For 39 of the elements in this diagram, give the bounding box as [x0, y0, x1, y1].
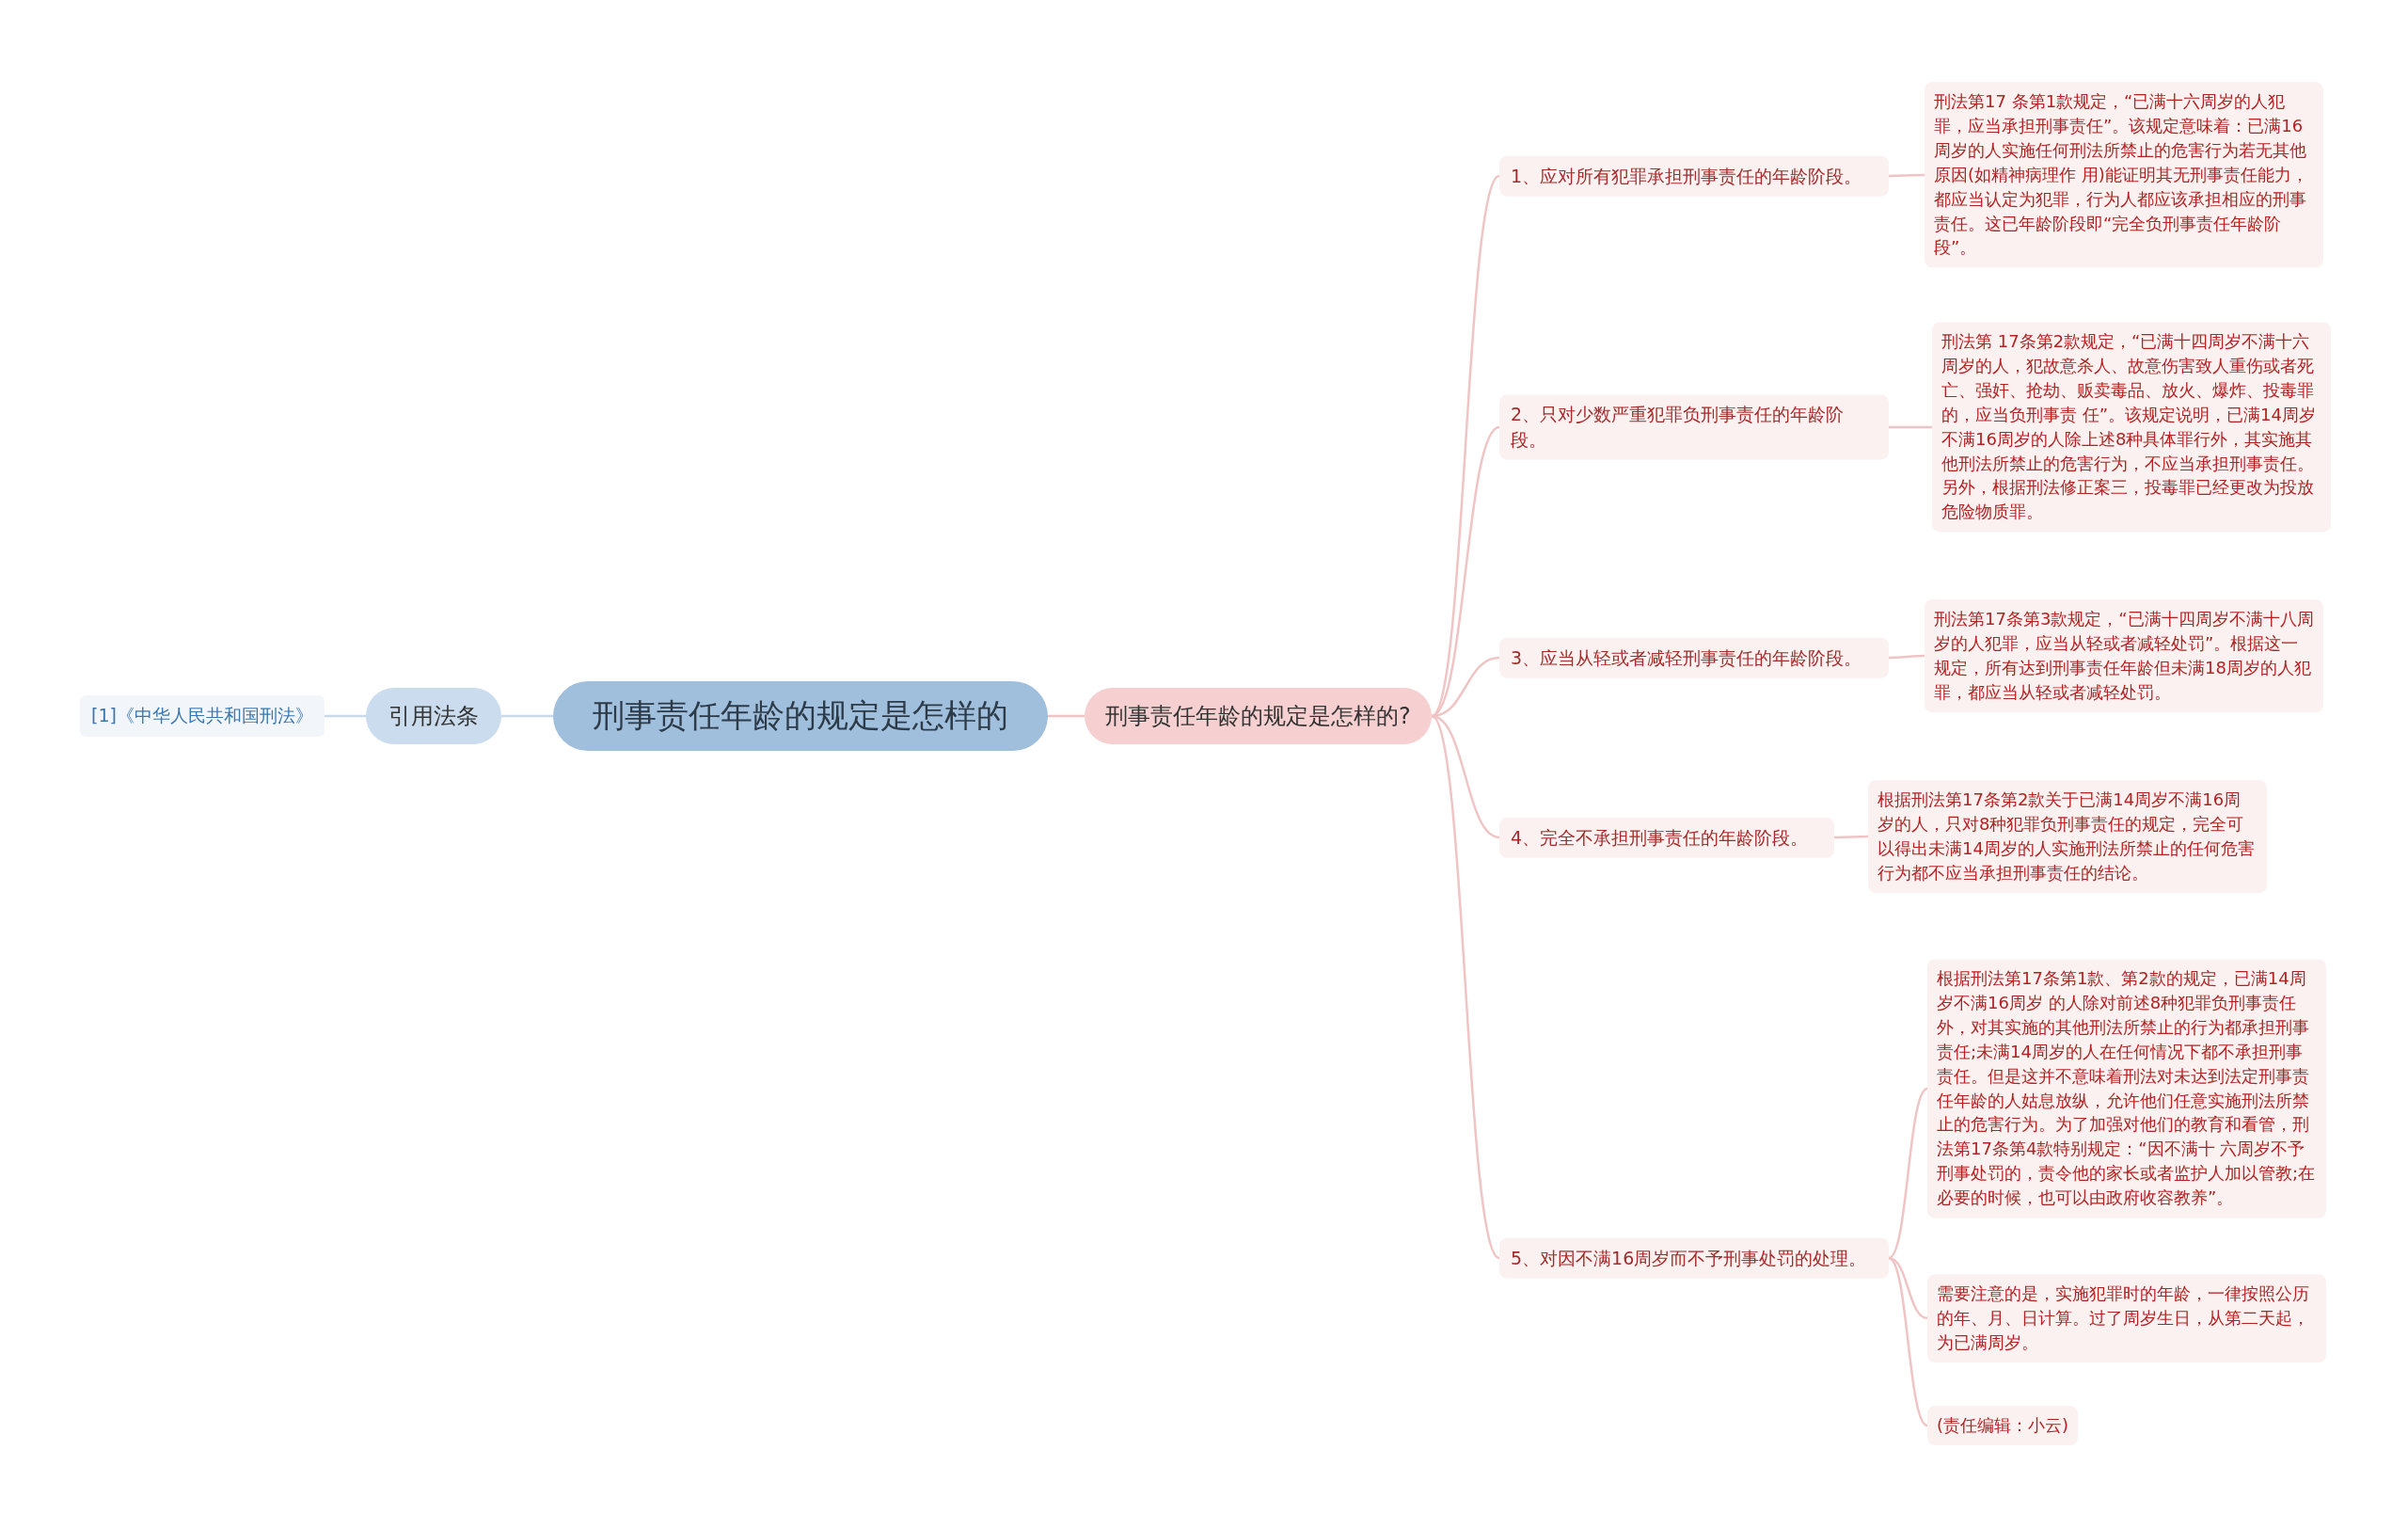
detail-card: [1927, 1274, 2326, 1362]
reference-tag: [80, 695, 325, 737]
connector-line: [1048, 714, 1085, 718]
connector-line: [325, 714, 366, 718]
node-text: 根据刑法第17条第1款、第2款的规定，已满14周岁不满16周岁 的人除对前述8种犯罪负刑事责任外，对其实施的其他刑法所禁止的行为都承担刑事责任;未满14周岁的人在任何情况下都不承担刑事责任。但是这并不意味着刑法对未达到法定刑事责任年龄的人姑息放纵，允许他们任意实施刑法所禁止的危害行为。为了加强对他们的教育和看管，刑法第17条第4款特别规定：“因不满十 六周岁不予刑事处罚的，责令他的家长或者监护人加以管教;在必要的时候，也可以由政府收容教养”。: [1937, 967, 2317, 1210]
node-text: 3、应当从轻或者减轻刑事责任的年龄阶段。: [1511, 645, 1863, 670]
topic-box: [366, 688, 501, 744]
connector-line: [1833, 835, 1869, 839]
connector-line: [1431, 175, 1500, 717]
topic-box: [1499, 155, 1889, 197]
connector-line: [1888, 173, 1925, 178]
node-text: 刑法第17 条第1款规定，“已满十六周岁的人犯罪，应当承担刑事责任”。该规定意味着：已满16周岁的人实施任何刑法所禁止的危害行为若无其他原因(如精神病理作 用)能证明其无刑事责任能力，都应当认定为犯罪，行为人都应该承担相应的刑事责任。这已年龄阶段即“完全负刑事责任年龄阶段”。: [1934, 90, 2309, 260]
topic-box: [1499, 637, 1889, 678]
topic-box: [1499, 394, 1889, 460]
connector-line: [1431, 715, 1500, 1259]
connector-line: [1888, 1257, 1928, 1426]
connector-line: [501, 714, 553, 718]
detail-card: [1868, 780, 2267, 893]
node-text: 引用法条: [388, 702, 479, 731]
topic-box: [1499, 1237, 1889, 1279]
detail-card: [1925, 599, 2323, 712]
node-text: [1]《中华人民共和国刑法》: [91, 704, 313, 727]
node-text: 2、只对少数严重犯罪负刑事责任的年龄阶段。: [1511, 403, 1846, 452]
topic-box: [1499, 817, 1834, 858]
node-text: 需要注意的是，实施犯罪时的年龄，一律按照公历的年、月、日计算。过了周岁生日，从第二天起，为已满周岁。: [1937, 1282, 2310, 1354]
topic-box: [1085, 688, 1432, 744]
node-text: 5、对因不满16周岁而不予刑事处罚的处理。: [1511, 1246, 1868, 1270]
node-text: 4、完全不承担刑事责任的年龄阶段。: [1511, 825, 1810, 850]
node-text: 根据刑法第17条第2款关于已满14周岁不满16周岁的人，只对8种犯罪负刑事责任的规定，完全可以得出未满14周岁的人实施刑法所禁止的任何危害行为都不应当承担刑事责任的结论。: [1877, 788, 2256, 884]
node-text: 刑事责任年龄的规定是怎样的: [592, 695, 1009, 737]
node-text: (责任编辑：小云): [1937, 1414, 2069, 1438]
node-text: 刑法第 17条第2款规定，“已满十四周岁不满十六周岁的人，犯故意杀人、故意伤害致人重伤或者死亡、强奸、抢劫、贩卖毒品、放火、爆炸、投毒罪的，应当负刑事责 任”。该规定说明，已满14周岁不满16周岁的人除上述8种具体罪行外，其实施其他刑法所禁止的危害行为，不应当承担刑事责任。另外，根据刑法修正案三，投毒罪已经更改为投放危险物质罪。: [1941, 330, 2317, 524]
connector-line: [1889, 654, 1925, 660]
node-text: 刑法第17条第3款规定，“已满十四周岁不满十八周岁的人犯罪，应当从轻或者减轻处罚”。根据这一规定，所有达到刑事责任年龄但未满18周岁的人犯罪，都应当从轻或者减轻处罚。: [1934, 608, 2314, 704]
detail-card: [1927, 1406, 2079, 1445]
connector-line: [1889, 425, 1932, 429]
node-text: 1、应对所有犯罪承担刑事责任的年龄阶段。: [1511, 164, 1863, 188]
node-text: 刑事责任年龄的规定是怎样的?: [1105, 702, 1411, 731]
connector-line: [1888, 1088, 1928, 1259]
